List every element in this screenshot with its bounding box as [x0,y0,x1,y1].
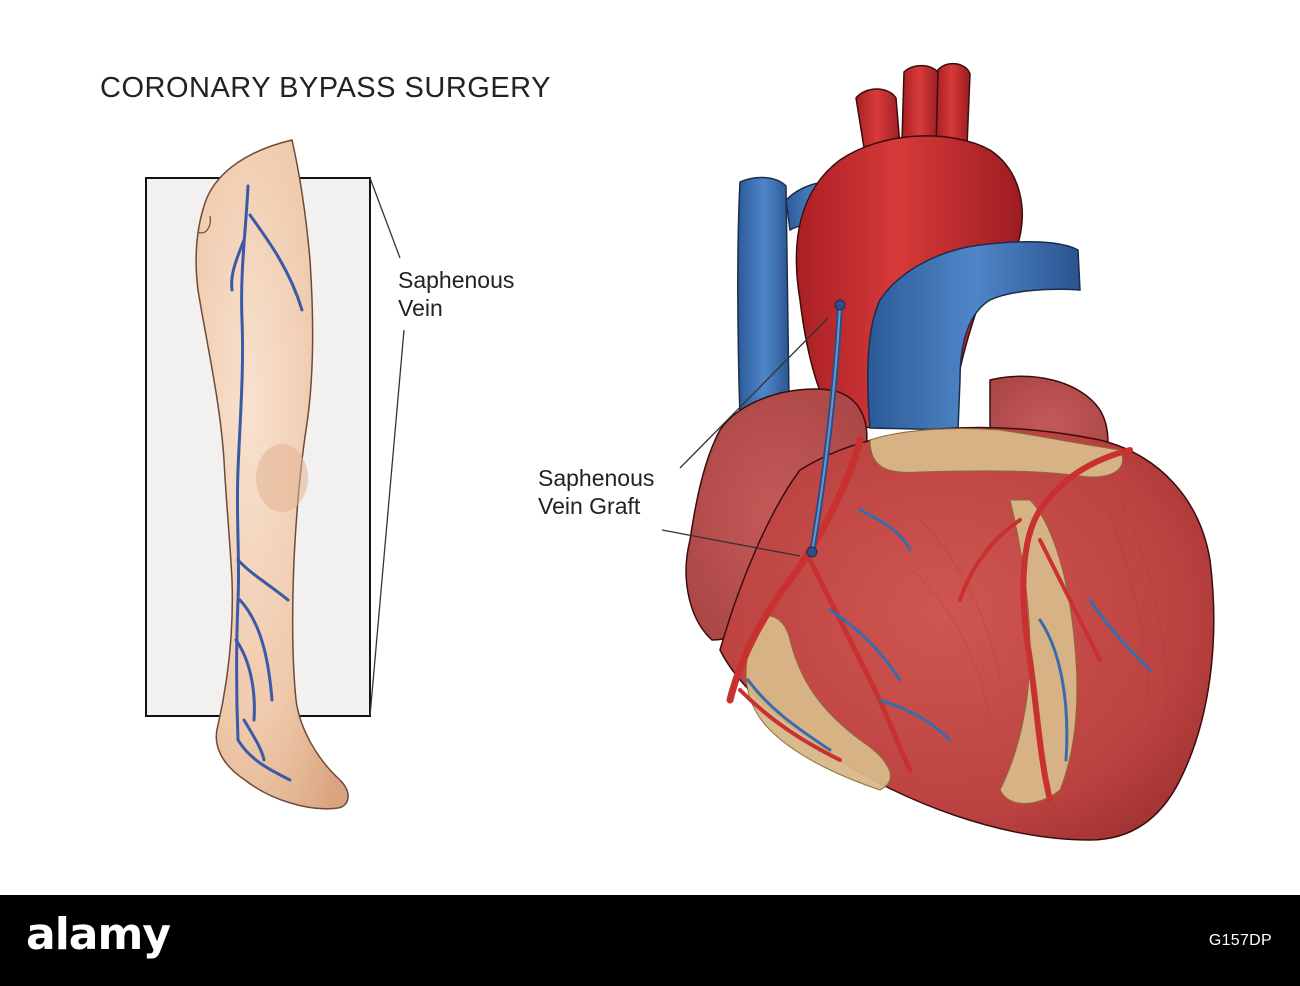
page-title: CORONARY BYPASS SURGERY [100,72,551,104]
saphenous-vein-label: Saphenous Vein [398,266,514,322]
label-line: Saphenous [538,465,655,491]
ventricles [719,426,1215,841]
saphenous-vein-lines [230,184,304,782]
leg-illustration [145,139,371,810]
heart-leader-lines [661,317,829,557]
watermark-logo: alamy [26,909,171,960]
label-line: Vein Graft [538,493,641,519]
label-line: Vein [398,295,443,321]
image-id: G157DP [1208,932,1272,949]
saphenous-vein-graft-label: Saphenous Vein Graft [538,464,654,520]
leg-leader-lines [369,177,405,717]
cardiac-veins [746,508,1152,762]
watermark-bar: alamy G157DP [0,895,1300,986]
label-line: Saphenous [398,267,515,293]
heart-illustration [685,62,1215,841]
saphenous-vein-graft [806,299,846,558]
muscle-texture [899,489,1169,731]
coronary-arteries [726,436,1133,803]
pulmonary-artery [866,241,1081,431]
